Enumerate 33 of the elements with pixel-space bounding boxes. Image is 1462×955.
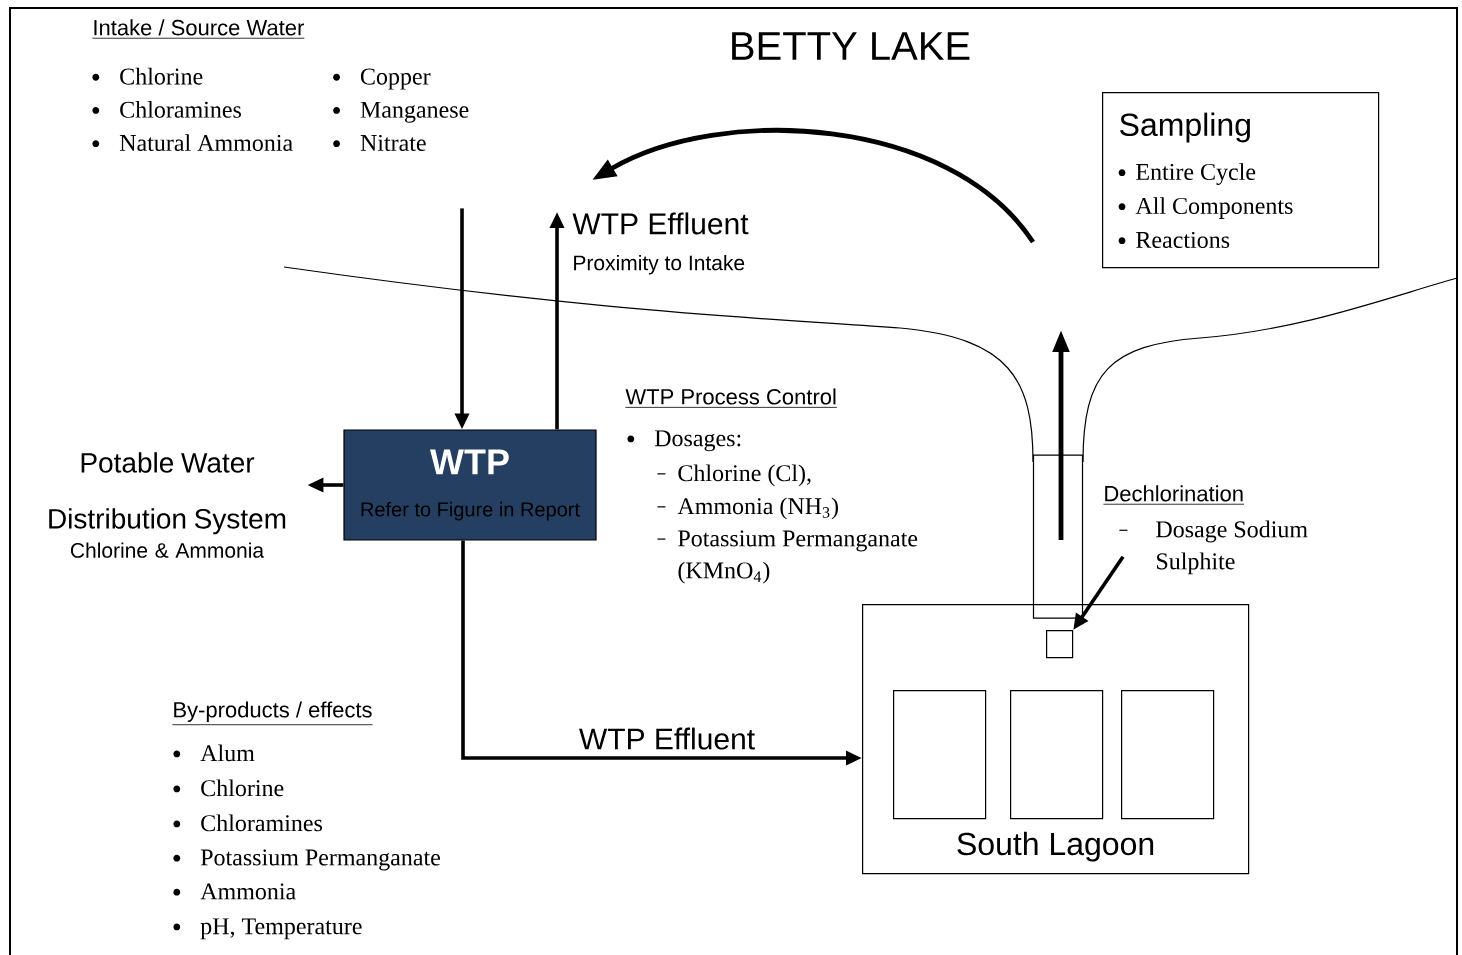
sampling-box: Sampling Entire Cycle All Components Reactions xyxy=(1102,92,1380,269)
list-item: Ammonia xyxy=(173,883,296,900)
cell-box xyxy=(893,690,987,820)
node-label: Copper xyxy=(360,68,431,90)
lagoon-box: South Lagoon xyxy=(862,604,1250,875)
list-item: Chlorine xyxy=(173,779,284,797)
edge-label: WTP Effluent xyxy=(576,725,758,752)
node-label: Chlorine xyxy=(120,67,203,85)
title: BETTY LAKE xyxy=(732,32,970,60)
text-label: Potable Water Distribution System Chlorine & Ammonia xyxy=(49,452,286,558)
list-item: Dosages: xyxy=(627,430,741,452)
node-label: Natural Ammonia xyxy=(119,134,293,152)
cell-box xyxy=(1010,690,1104,820)
node-label: Intake / Source Water xyxy=(94,19,304,36)
pipe xyxy=(1032,454,1084,619)
text-label: WTP Effluent Proximity to Intake xyxy=(572,212,749,275)
list-item: pH, Temperature xyxy=(173,918,362,940)
list-item: Alum xyxy=(173,744,255,762)
list-item: Chlorine (Cl), xyxy=(656,464,811,487)
heading: WTP Process Control xyxy=(625,388,838,408)
list-item: Ammonia (NH$_{3}$) xyxy=(656,497,838,520)
outlet-box xyxy=(1046,630,1074,659)
cell-box xyxy=(1121,690,1215,820)
text-label: Dechlorination Dosage Sodium Sulphite xyxy=(1103,485,1308,575)
list-item: Potassium Permanganate xyxy=(173,849,440,871)
node-label: Nitrate xyxy=(360,134,426,152)
node-label: Manganese xyxy=(360,101,469,123)
process-box: WTP Refer to Figure in Report xyxy=(343,429,597,541)
node-label: Chloramines xyxy=(120,100,241,118)
heading: By-products / effects xyxy=(172,701,373,726)
text-list: Intake / Source Water Chlorine Copper Chloramines Manganese Natural Ammonia Nitrate xyxy=(92,19,469,152)
list-item: Potassium Permanganate (KMnO$_{4}$) xyxy=(656,530,918,584)
list-item: Chloramines xyxy=(173,814,322,832)
